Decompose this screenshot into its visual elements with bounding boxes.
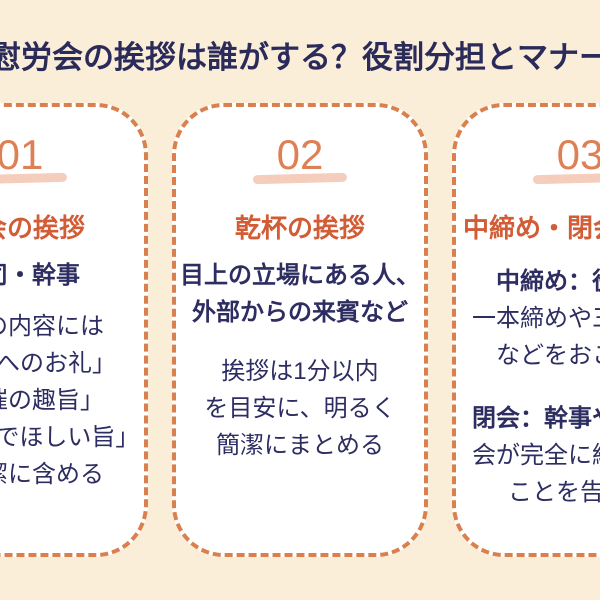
who-line: 外部からの来賓など (192, 299, 408, 326)
body-line: ことを告げる (508, 479, 600, 506)
body-line: 挨拶の内容には (0, 313, 104, 340)
body-line: 「開催の趣旨」 (0, 387, 104, 414)
body-line: 「参加へのお礼」 (0, 350, 116, 377)
card-number-block: 02 (176, 131, 424, 185)
card-01-opening-greeting: 01 開会の挨拶 上司・幹事 挨拶の内容には 「参加へのお礼」 「開催の趣旨」 … (0, 103, 148, 557)
card-number-block: 03 (456, 131, 600, 185)
page-title: 慰労会の挨拶は誰がする？役割分担とマナー (0, 40, 600, 75)
body-line: を目安に、明るく (204, 395, 396, 422)
card-number-block: 01 (0, 131, 144, 185)
card-heading: 中締め・閉会の挨拶 (462, 213, 600, 243)
body-line: 簡潔にまとめる (216, 432, 384, 459)
card-number: 03 (556, 131, 600, 178)
body-line: などをおこなう (496, 342, 600, 369)
section-lead: 閉会：幹事や司会者 (472, 405, 600, 432)
who-line: 目上の立場にある人、 (180, 262, 420, 289)
body-block: 挨拶の内容には 「参加へのお礼」 「開催の趣旨」 「楽しんでほしい旨」 を簡潔に… (0, 308, 144, 493)
card-03-closing-greeting: 03 中締め・閉会の挨拶 中締め：役職者 一本締めや三本締め などをおこなう 閉… (452, 103, 600, 557)
mid-closing-section: 中締め：役職者 一本締めや三本締め などをおこなう (456, 263, 600, 374)
card-heading: 開会の挨拶 (0, 213, 85, 243)
card-number: 01 (0, 131, 44, 178)
card-number: 02 (276, 131, 324, 178)
body-line: 「楽しんでほしい旨」 (0, 424, 140, 451)
who-block: 目上の立場にある人、 外部からの来賓など (176, 257, 424, 331)
body-line: 一本締めや三本締め (472, 305, 600, 332)
final-closing-section: 閉会：幹事や司会者 会が完全に終了した ことを告げる (456, 400, 600, 511)
body-block: 挨拶は1分以内 を目安に、明るく 簡潔にまとめる (176, 353, 424, 464)
who-block: 上司・幹事 (0, 257, 144, 294)
body-line: を簡潔に含める (0, 461, 104, 488)
card-heading: 乾杯の挨拶 (234, 213, 365, 243)
card-02-toast-greeting: 02 乾杯の挨拶 目上の立場にある人、 外部からの来賓など 挨拶は1分以内 を目… (172, 103, 428, 557)
who-line: 上司・幹事 (0, 262, 80, 289)
section-lead: 中締め：役職者 (496, 268, 600, 295)
body-line: 会が完全に終了した (472, 442, 600, 469)
body-line: 挨拶は1分以内 (221, 358, 379, 385)
